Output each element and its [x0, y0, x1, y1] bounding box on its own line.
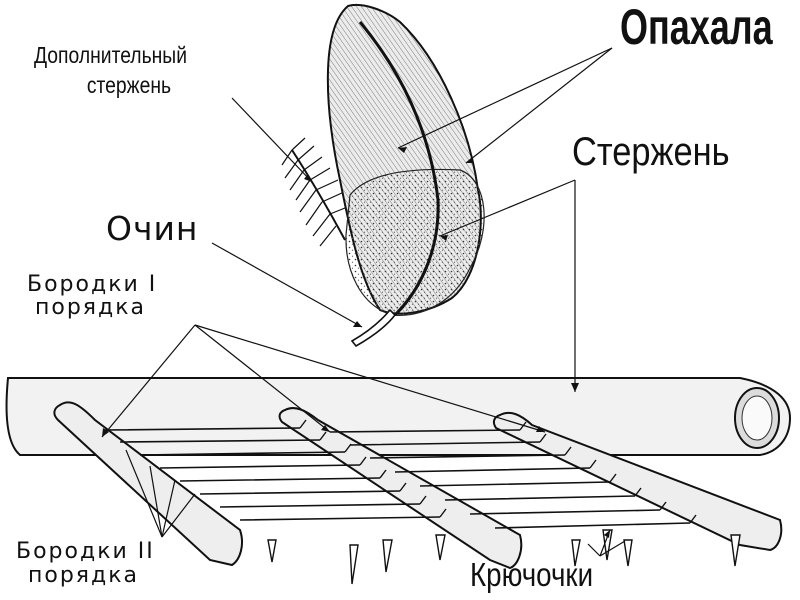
leader-lines	[101, 47, 626, 557]
second-order-barbs	[104, 427, 691, 529]
downy-part	[345, 168, 485, 316]
label-barbs-first-order: Бородки I порядка	[27, 273, 157, 319]
label-barbs-first-line2: порядка	[35, 295, 147, 320]
label-rachis: Стержень	[572, 130, 730, 174]
label-barbs-second-line2: порядка	[28, 563, 140, 588]
label-extra-shaft-line1: Дополнительный	[34, 42, 187, 68]
label-calamus: Очин	[106, 209, 199, 248]
label-hooks: Крючочки	[470, 556, 594, 593]
rachis-magnified	[5, 377, 792, 585]
barbule-tips	[267, 529, 741, 585]
barb-plate-3	[492, 411, 783, 552]
feather-rachis	[358, 21, 440, 317]
feather-calamus	[350, 308, 397, 348]
label-extra-shaft: Дополнительный стержень	[34, 40, 187, 100]
leader-arrowheads	[102, 147, 610, 538]
label-extra-shaft-line2: стержень	[86, 72, 172, 98]
rachis-tube	[5, 377, 792, 456]
label-vanes: Опахала	[620, 0, 773, 55]
label-barbs-first-line1: Бородки I	[27, 272, 158, 297]
aftershaft	[281, 137, 351, 247]
hooks-marks	[299, 419, 697, 524]
label-barbs-second-line1: Бородки II	[16, 539, 155, 564]
rachis-cross-section-inner	[741, 395, 773, 441]
label-barbs-second-order: Бородки II порядка	[16, 540, 155, 588]
first-order-barbs	[53, 401, 783, 570]
feather-illustration	[281, 4, 485, 348]
barb-plate-1	[53, 401, 243, 567]
